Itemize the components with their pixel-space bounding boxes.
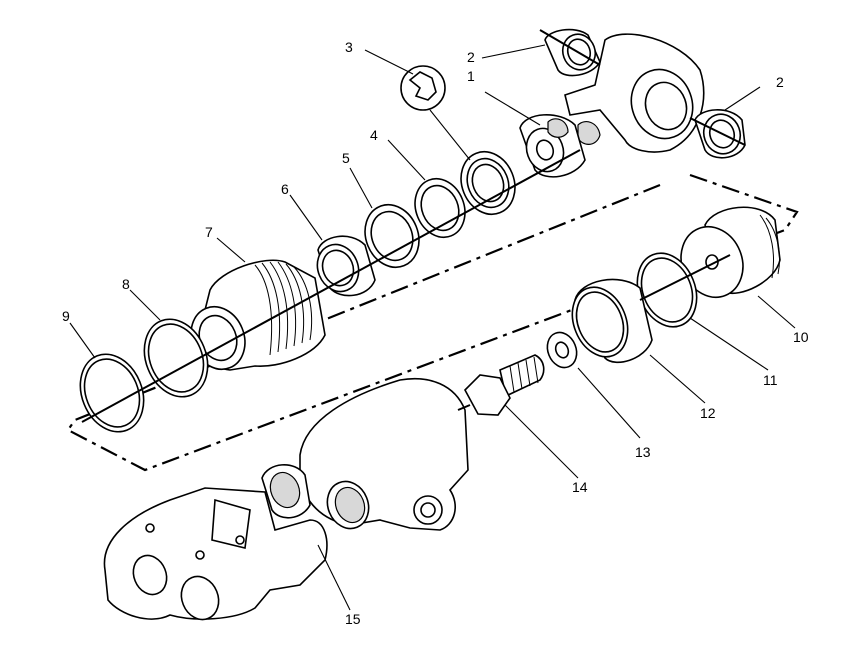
part-seal-inset bbox=[400, 65, 446, 111]
part-collar bbox=[519, 114, 586, 178]
part-wearband-12 bbox=[571, 278, 653, 364]
part-barrel bbox=[299, 378, 469, 531]
callout-12: 12 bbox=[700, 405, 716, 421]
callout-5: 5 bbox=[342, 150, 350, 166]
part-bushing-6 bbox=[316, 235, 376, 297]
callout-7: 7 bbox=[205, 224, 213, 240]
callout-13: 13 bbox=[635, 444, 651, 460]
part-bushing-top bbox=[544, 28, 601, 77]
axis-lines bbox=[81, 29, 746, 423]
part-ring-4 bbox=[414, 177, 466, 239]
callout-11: 11 bbox=[763, 372, 778, 388]
callout-8: 8 bbox=[122, 276, 130, 292]
part-ring-9 bbox=[79, 353, 145, 433]
callout-15: 15 bbox=[345, 611, 361, 627]
callout-1: 1 bbox=[467, 68, 475, 84]
callout-4: 4 bbox=[370, 127, 378, 143]
part-rod-eye bbox=[564, 33, 705, 153]
part-ring-11 bbox=[636, 252, 698, 328]
callout-2-right: 2 bbox=[776, 74, 784, 90]
callout-2-top: 2 bbox=[467, 49, 475, 65]
part-bushing-barrel bbox=[261, 464, 311, 519]
callout-9: 9 bbox=[62, 308, 70, 324]
part-clevis-15 bbox=[103, 487, 328, 621]
callout-3: 3 bbox=[345, 39, 353, 55]
callout-10: 10 bbox=[793, 329, 809, 345]
part-wiper-5 bbox=[364, 203, 420, 269]
part-bolt-14 bbox=[464, 354, 545, 416]
part-ring-8 bbox=[143, 318, 209, 398]
assembly-path bbox=[66, 173, 799, 472]
part-washer-13 bbox=[546, 331, 578, 369]
callout-14: 14 bbox=[572, 479, 588, 495]
callout-6: 6 bbox=[281, 181, 289, 197]
leader-lines bbox=[69, 44, 796, 611]
callout-labels: 1 2 2 3 4 5 6 7 8 9 10 11 12 13 14 15 bbox=[62, 39, 809, 627]
